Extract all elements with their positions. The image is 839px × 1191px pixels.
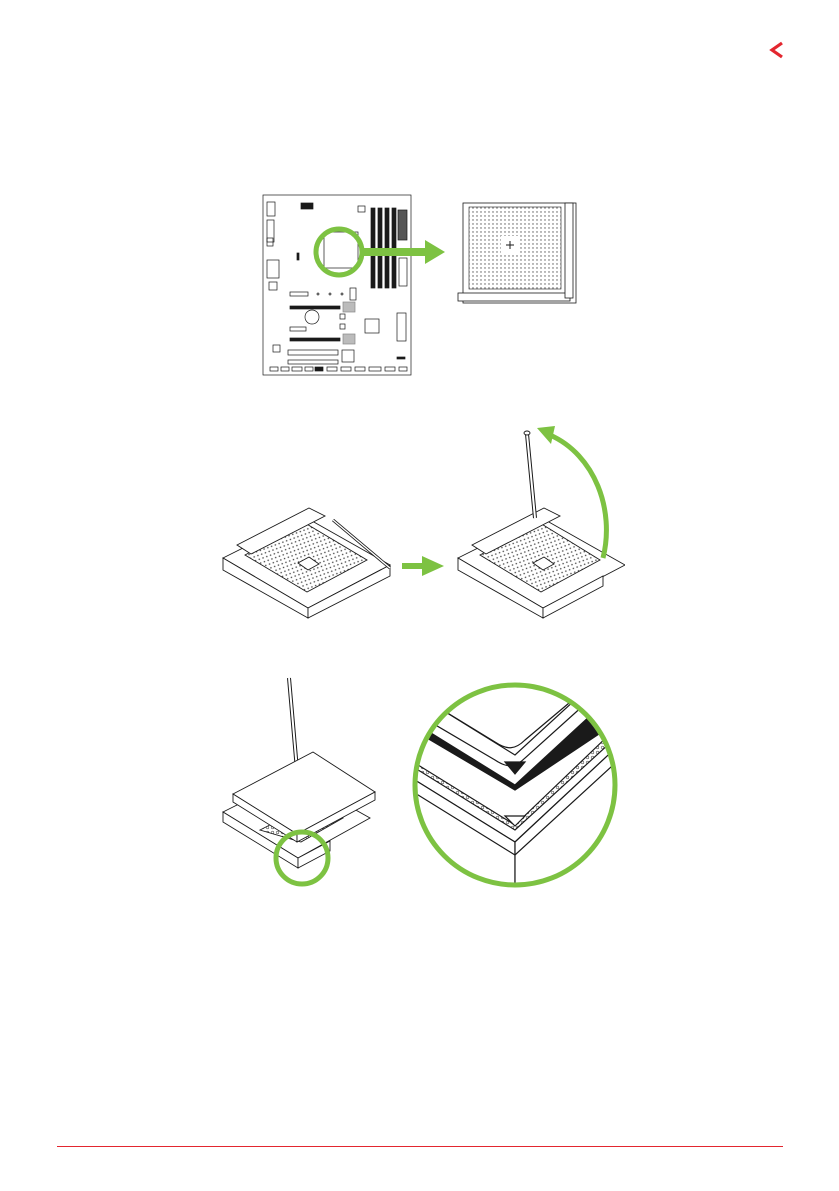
cpu-alignment-figure <box>215 670 625 895</box>
socket-lever-open-icon <box>458 431 625 618</box>
cpu-socket-location-figure <box>255 190 585 380</box>
motherboard-layout-icon <box>263 195 411 375</box>
socket-lever-lift-figure <box>215 420 625 645</box>
right-arrow-icon <box>402 556 444 576</box>
triangle-mark-magnified-icon <box>410 670 625 895</box>
footer-rule <box>57 1146 783 1147</box>
cpu-in-socket-icon <box>223 678 375 868</box>
socket-lever-closed-icon <box>223 508 390 618</box>
chevron-left-icon[interactable] <box>768 40 786 60</box>
socket-closeup-icon <box>458 203 576 303</box>
